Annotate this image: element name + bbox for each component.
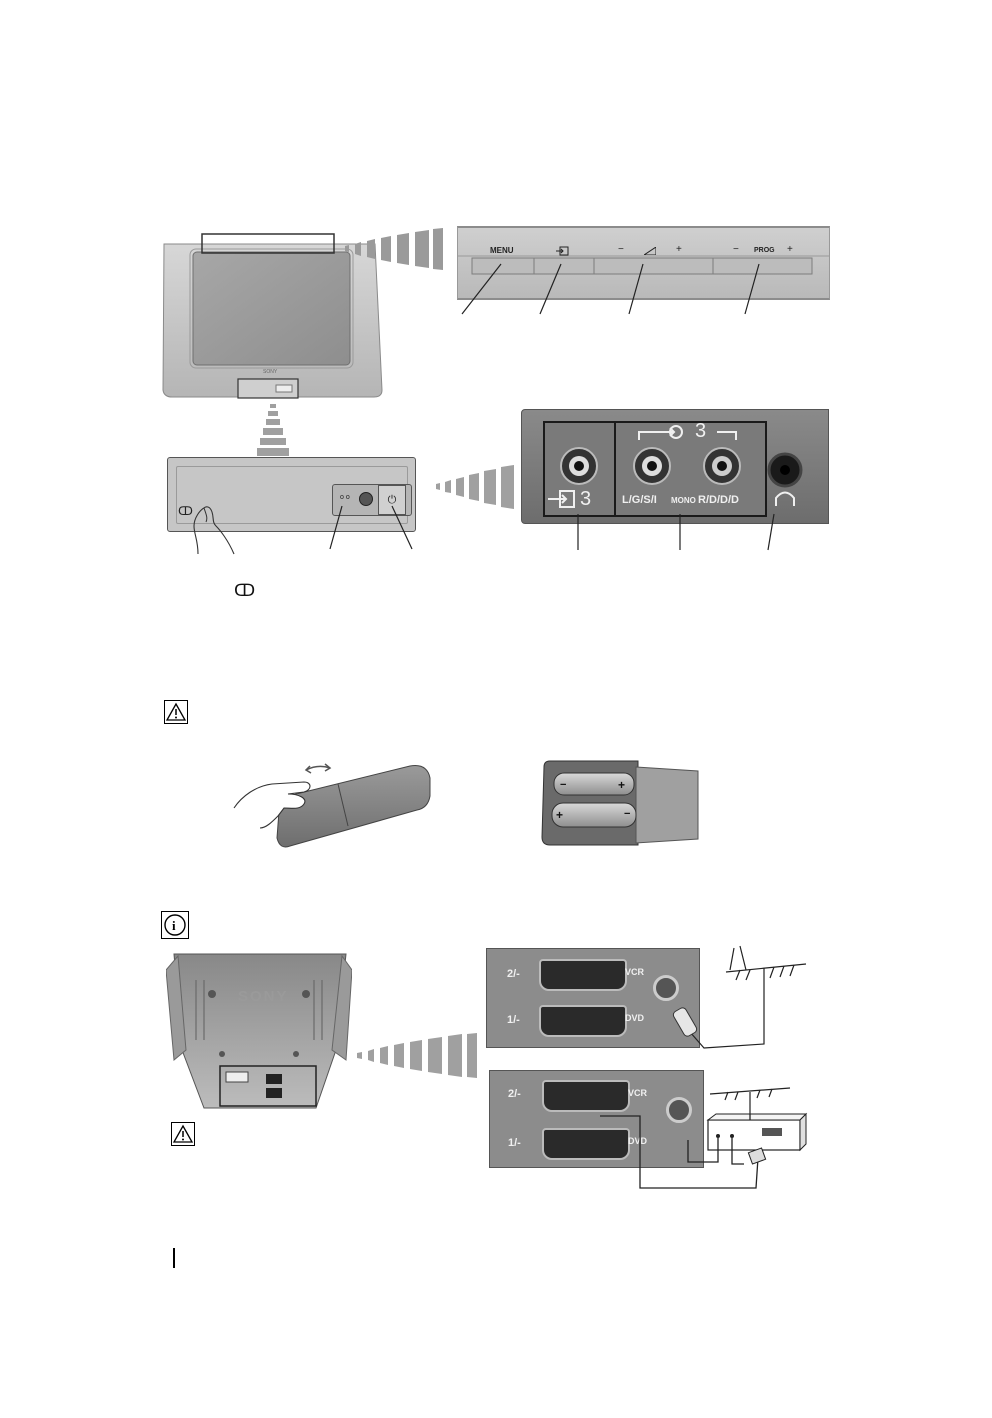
decoder-box: [707, 1119, 801, 1151]
remote-opening-illustration: [233, 763, 431, 848]
video-in-number: 3: [580, 488, 592, 510]
decoder-cable-diagram: [600, 1087, 808, 1189]
vcr-label: VCR: [625, 967, 645, 977]
antenna-icon: [689, 945, 807, 1049]
scart2-socket[interactable]: [539, 959, 627, 991]
main-power-button[interactable]: ⏻: [378, 485, 406, 515]
aerial-socket[interactable]: [666, 1097, 692, 1123]
audio-right-jack[interactable]: [703, 447, 741, 485]
front-panel-door: ↀ o o ⏻: [167, 457, 416, 532]
rear-brand-logo: SONY: [238, 988, 289, 1005]
zoom-beam-side: [436, 465, 514, 509]
audio-group-number: 3: [695, 420, 707, 442]
scart1-label: 1/-: [507, 1014, 520, 1026]
battery-bottom-minus: −: [624, 808, 631, 820]
open-door-icon[interactable]: ↀ: [178, 504, 193, 518]
caution-icon: [164, 700, 188, 724]
headphones-icon: [775, 491, 795, 506]
scart2-socket[interactable]: [542, 1080, 630, 1112]
scart1-socket[interactable]: [539, 1005, 627, 1037]
dvd-label: DVD: [628, 1136, 648, 1146]
scart1-socket[interactable]: [542, 1128, 630, 1160]
svg-text:SONY: SONY: [263, 369, 278, 375]
button-callout-lines: [461, 263, 760, 315]
info-icon: i: [161, 911, 189, 939]
prog-plus-label: +: [787, 244, 793, 255]
panel-callout-lines: [329, 505, 413, 550]
battery-top-plus: +: [618, 778, 626, 792]
hand-illustration: [193, 506, 235, 555]
right-channel-label: R/D/D/D: [698, 494, 739, 506]
input-icon: [548, 425, 683, 508]
front-jack-panel: 3 3 L/G/S/I MONO R/D/D/D: [521, 409, 829, 524]
rear-panel-connection-decoder: 2/- 1/- VCR DVD: [489, 1070, 704, 1168]
aerial-socket[interactable]: [653, 975, 679, 1001]
front-button-strip: MENU − + − PROG +: [457, 226, 830, 300]
tv-front-illustration: SONY: [162, 233, 383, 399]
caution-icon: [171, 1122, 195, 1146]
left-channel-label: L/G/S/I: [622, 494, 657, 506]
open-door-legend-icon: ↀ: [234, 581, 256, 600]
battery-compartment-illustration: [541, 760, 699, 846]
scart2-label: 2/-: [508, 1088, 521, 1100]
scart2-label: 2/-: [507, 968, 520, 980]
vcr-label: VCR: [628, 1088, 648, 1098]
video-jack[interactable]: [560, 447, 598, 485]
zoom-beam-rear: [357, 1033, 477, 1078]
prog-minus-label: −: [733, 244, 739, 255]
battery-bottom-plus: +: [556, 808, 564, 822]
dvd-label: DVD: [625, 1013, 645, 1023]
aerial-cable-diagram: [672, 945, 807, 1049]
audio-left-jack[interactable]: [633, 447, 671, 485]
vol-minus-label: −: [618, 244, 624, 255]
tv-rear-illustration: [166, 953, 352, 1109]
battery-top-minus: −: [560, 779, 567, 791]
input-icon: [556, 246, 569, 256]
audio-bracket: [638, 431, 737, 440]
page-marker: [173, 1248, 175, 1268]
jack-callout-lines: [577, 513, 775, 551]
vol-plus-label: +: [676, 244, 682, 255]
zoom-beam-top: [345, 228, 443, 270]
rear-panel-connection-aerial: 2/- 1/- VCR DVD: [486, 948, 700, 1048]
mono-label: MONO: [671, 496, 696, 505]
menu-label: MENU: [490, 246, 514, 255]
zoom-beam-down: [257, 404, 289, 456]
volume-icon: [644, 247, 656, 255]
power-switch-knob[interactable]: [359, 492, 373, 506]
headphone-jack[interactable]: [767, 452, 803, 488]
standby-indicator: o o: [340, 494, 350, 501]
scart1-label: 1/-: [508, 1137, 521, 1149]
slide-direction-arrow: [304, 763, 332, 774]
prog-label: PROG: [754, 247, 775, 254]
svg-text:i: i: [172, 918, 176, 933]
